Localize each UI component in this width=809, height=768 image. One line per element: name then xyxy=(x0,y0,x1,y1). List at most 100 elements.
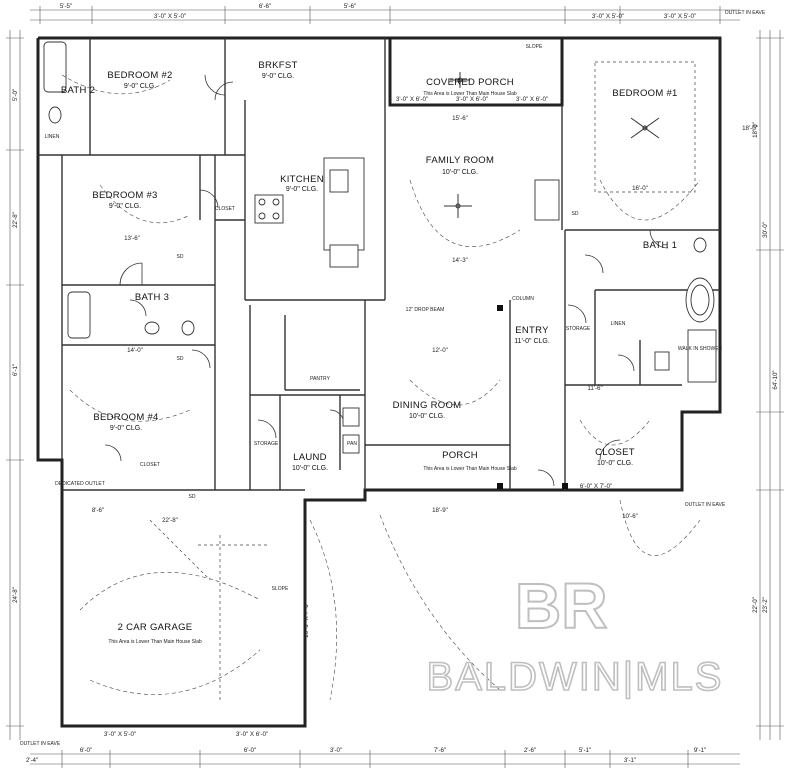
dim-top-4: 3'-0" X 5'-0" xyxy=(592,13,624,20)
room-ceiling-bedroom2: 9'-0" CLG. xyxy=(124,83,156,90)
label-outlet-eave-2: OUTLET IN EAVE xyxy=(685,502,726,508)
room-name-bedroom2: BEDROOM #2 xyxy=(107,70,172,81)
room-name-covered-porch: COVERED PORCH xyxy=(426,77,514,88)
label-garage-note: This Area is Lower Than Main House Slab xyxy=(108,639,202,645)
dim-left-2: 6'-1" xyxy=(12,364,19,376)
room-ceiling-entry: 11'-0" CLG. xyxy=(514,338,550,345)
dim-bot-3: 3'-0" X 6'-0" xyxy=(236,731,268,738)
dim-left-3: 24'-8" xyxy=(12,587,19,603)
ceiling-fans xyxy=(444,72,660,218)
label-linen-2: LINEN xyxy=(611,321,626,327)
room-name-bath3: BATH 3 xyxy=(135,292,169,303)
dim-porch-win-1: 3'-0" X 6'-0" xyxy=(456,96,488,103)
watermark-logo: BR xyxy=(515,570,607,642)
label-slope-porch: SLOPE xyxy=(526,44,543,50)
dimension-lines xyxy=(6,6,784,768)
label-pantry: PANTRY xyxy=(310,376,330,382)
tray-ceiling xyxy=(594,61,696,193)
label-outlet-eave-1: OUTLET IN EAVE xyxy=(725,10,766,16)
dim-int-2: 14'-3" xyxy=(452,257,468,264)
room-labels: BEDROOM #2 9'-0" CLG. BATH 2 BRKFST 9'-0… xyxy=(61,60,678,633)
room-ceiling-brkfst: 9'-0" CLG. xyxy=(262,73,294,80)
dim-int-4: 16'-0" xyxy=(632,185,648,192)
dim-int-9: 18'-9" xyxy=(432,507,448,514)
dim-bot-9: 3'-1" xyxy=(624,757,636,764)
label-porch-note-1: This Area is Lower Than Main House Slab xyxy=(423,91,517,97)
dim-int-7: 11'-6" xyxy=(587,385,602,392)
label-column: COLUMN xyxy=(512,296,534,302)
dim-right-2: 64'-10" xyxy=(772,370,779,389)
columns xyxy=(497,305,568,489)
label-storage-2: STORAGE xyxy=(566,326,591,332)
dim-bot-10: 9'-1" xyxy=(694,747,706,754)
dimension-labels: 5'-5" 3'-0" X 5'-0" 6'-6" 5'-6" 3'-0" X … xyxy=(12,3,779,764)
dim-int-0: 18'-0" xyxy=(742,125,758,132)
room-ceiling-bedroom4: 9'-0" CLG. xyxy=(110,425,142,432)
watermark: BR BALDWIN|MLS xyxy=(426,569,724,700)
garage-slope-lines xyxy=(149,519,270,700)
room-name-garage: 2 CAR GARAGE xyxy=(118,622,193,633)
room-name-brkfst: BRKFST xyxy=(258,60,297,71)
exterior-walls xyxy=(36,36,722,728)
room-name-bedroom1: BEDROOM #1 xyxy=(612,88,677,99)
room-name-laund: LAUND xyxy=(293,452,327,463)
label-slope-garage: SLOPE xyxy=(272,586,289,592)
label-outlet-eave-3: OUTLET IN EAVE xyxy=(20,741,61,747)
dim-top-5: 3'-0" X 5'-0" xyxy=(664,13,696,20)
interior-walls xyxy=(38,38,720,491)
plumbing-fixtures xyxy=(43,41,717,454)
dim-bot-5: 3'-0" xyxy=(330,747,342,754)
door-swings xyxy=(104,74,669,487)
dim-right-3: 23'-2" xyxy=(762,597,769,613)
room-name-porch: PORCH xyxy=(442,450,478,461)
dim-bot-1: 6'-0" xyxy=(80,747,92,754)
dim-bot-6: 7'-6" xyxy=(434,747,446,754)
label-sd-2: SD xyxy=(177,356,184,362)
room-name-bath1: BATH 1 xyxy=(643,240,677,251)
label-porch-note-2: This Area is Lower Than Main House Slab xyxy=(423,466,517,472)
room-name-family-room: FAMILY ROOM xyxy=(426,155,494,166)
dim-int-1: 15'-6" xyxy=(452,115,468,122)
dim-top-0: 5'-5" xyxy=(60,3,72,10)
label-sd-1: SD xyxy=(177,254,184,260)
dim-bot-4: 6'-0" xyxy=(244,747,256,754)
room-ceiling-dining: 10'-0" CLG. xyxy=(409,413,445,420)
dim-garage-door: 16'-0" X 7'-0" xyxy=(303,602,310,638)
dim-top-2: 6'-6" xyxy=(259,3,271,10)
label-storage-1: STORAGE xyxy=(254,441,279,447)
label-drop-beam: 12" DROP BEAM xyxy=(406,307,445,313)
dim-entry-door: 6'-0" X 7'-0" xyxy=(580,483,612,490)
label-dedicated: DEDICATED OUTLET xyxy=(55,481,105,487)
room-name-kitchen: KITCHEN xyxy=(280,174,324,185)
label-shower: WALK IN SHOWER xyxy=(678,346,723,352)
dim-right-0: 18'-0" xyxy=(752,122,759,138)
room-name-bath2: BATH 2 xyxy=(61,85,95,96)
room-ceiling-kitchen: 9'-0" CLG. xyxy=(286,186,318,193)
room-name-bedroom4: BEDROOM #4 xyxy=(93,412,158,423)
dim-bot-0: 2'-4" xyxy=(26,757,38,764)
dim-int-5: 14'-0" xyxy=(127,347,143,354)
dim-porch-win-2: 3'-0" X 6'-0" xyxy=(516,96,548,103)
label-sd-3: SD xyxy=(572,211,579,217)
watermark-text: BALDWIN|MLS xyxy=(427,655,724,699)
dim-porch-win-0: 3'-0" X 6'-0" xyxy=(396,96,428,103)
dim-bot-8: 5'-1" xyxy=(579,747,591,754)
small-labels: CLOSET CLOSET PANTRY STORAGE STORAGE LIN… xyxy=(20,10,766,747)
dim-left-0: 5'-0" xyxy=(12,89,19,101)
label-sd-4: SD xyxy=(189,494,196,500)
room-ceiling-family-room: 10'-0" CLG. xyxy=(442,169,478,176)
label-pan: PAN xyxy=(347,441,357,447)
dim-int-6: 13'-6" xyxy=(124,235,140,242)
dim-right-1: 30'-0" xyxy=(762,222,769,238)
room-ceiling-closet: 10'-0" CLG. xyxy=(597,460,633,467)
room-name-entry: ENTRY xyxy=(515,325,549,336)
wiring xyxy=(61,74,701,701)
label-linen-1: LINEN xyxy=(45,134,60,140)
dim-int-10: 10'-6" xyxy=(622,513,638,520)
room-name-bedroom3: BEDROOM #3 xyxy=(92,190,157,201)
dim-top-3: 5'-6" xyxy=(344,3,356,10)
room-ceiling-laund: 10'-0" CLG. xyxy=(292,465,328,472)
room-ceiling-bedroom3: 9'-0" CLG. xyxy=(109,203,141,210)
dim-bot-7: 2'-6" xyxy=(524,747,536,754)
